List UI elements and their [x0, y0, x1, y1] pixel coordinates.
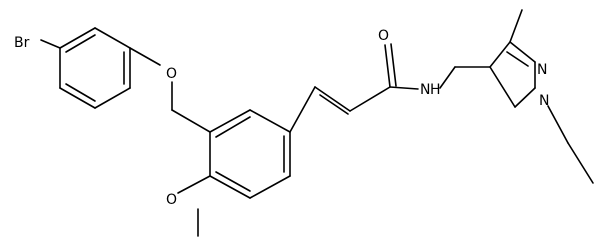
bond-c-br — [40, 39, 61, 49]
chemical-structure-diagram: Br O O N H N N O — [14, 9, 594, 237]
atom-amide-hydrogen: H — [430, 82, 441, 98]
bond-ch2-ring — [171, 109, 211, 133]
bond-ring-vinyl — [289, 86, 316, 133]
central-benzene-ring — [209, 109, 291, 199]
bond-ring-omethoxy — [177, 175, 211, 194]
atom-bromine: Br — [14, 35, 30, 51]
molecule-drawing: Br O O N H N N O — [14, 9, 594, 237]
bond-n-ethyl-ch2 — [547, 105, 569, 144]
pyrazole-ring — [489, 41, 536, 108]
bond-pyrazole-methyl — [509, 9, 523, 43]
atom-pyrazole-n2: N — [537, 62, 547, 78]
atom-amide-nitrogen: N — [420, 82, 430, 98]
bond-n-ch2 — [439, 66, 456, 89]
bond-c-o-double-a — [384, 44, 391, 88]
bond-vinyl-carbonyl — [349, 86, 391, 112]
bond-carbonyl-n — [389, 86, 419, 90]
bond-vinyl-double-b — [319, 94, 349, 115]
atom-methoxy-oxygen: O — [166, 192, 177, 208]
atom-carbonyl-oxygen: O — [378, 28, 389, 44]
bond-vinyl-double-a — [314, 86, 351, 112]
bond-c-o-double-b — [390, 43, 397, 87]
bond-aryl-o — [129, 47, 161, 66]
atom-ether-oxygen: O — [166, 66, 177, 82]
atom-pyrazole-n1: N — [539, 93, 549, 109]
bromophenyl-ring — [59, 27, 131, 109]
bond-ethyl-ch3 — [567, 142, 594, 184]
